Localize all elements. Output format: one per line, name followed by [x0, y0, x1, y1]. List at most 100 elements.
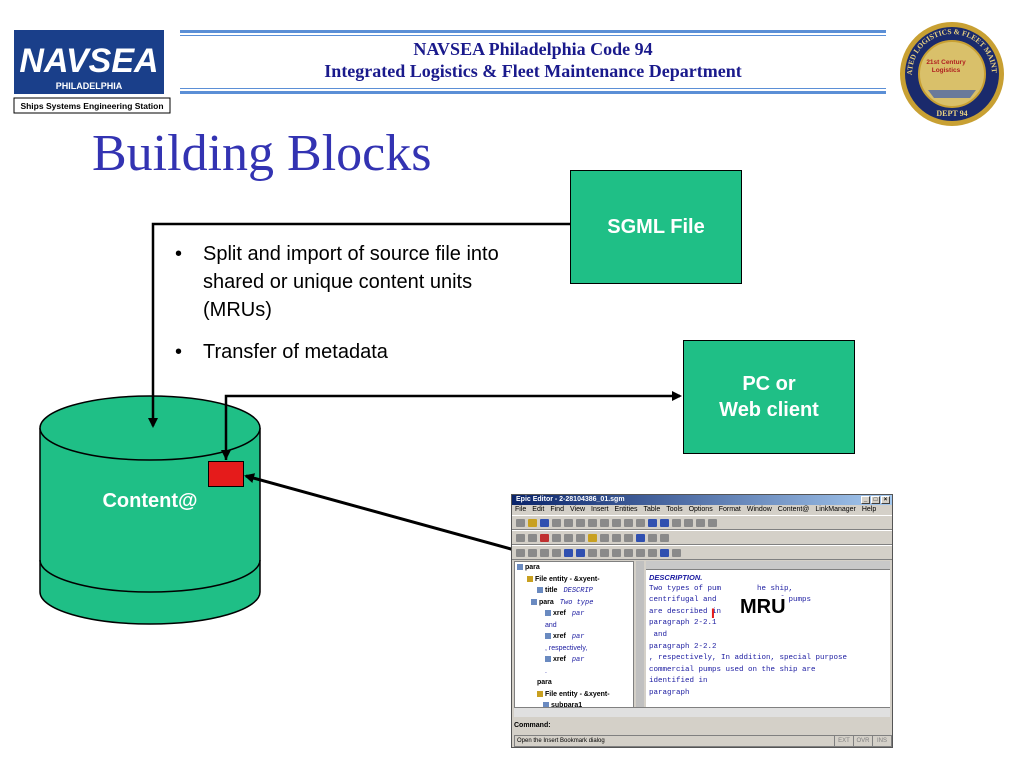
menu-options[interactable]: Options — [688, 506, 713, 513]
tree-icon[interactable] — [516, 548, 525, 557]
refresh-icon[interactable] — [672, 548, 681, 557]
doc-line: Two types of pum he ship, — [649, 584, 794, 593]
menu-help[interactable]: Help — [861, 506, 877, 513]
tree-node[interactable]: . — [545, 667, 547, 675]
menu-content[interactable]: Content@ — [777, 506, 810, 513]
menu-linkmanager[interactable]: LinkManager — [815, 506, 856, 513]
doc-line: identified in — [649, 677, 708, 686]
tag-icon[interactable] — [516, 533, 525, 542]
spell-icon[interactable] — [576, 518, 585, 527]
frame-icon[interactable] — [588, 548, 597, 557]
tree-node[interactable]: and — [545, 621, 557, 629]
bookmark-icon[interactable] — [588, 533, 597, 542]
align-2-icon[interactable] — [576, 548, 585, 557]
mru-block — [208, 461, 244, 487]
delete-icon[interactable] — [540, 533, 549, 542]
image-icon[interactable] — [612, 533, 621, 542]
color-icon[interactable] — [624, 533, 633, 542]
menu-table[interactable]: Table — [643, 506, 661, 513]
bullet-text: Transfer of metadata — [203, 341, 388, 363]
indent-icon[interactable] — [540, 548, 549, 557]
grid-4-icon[interactable] — [648, 548, 657, 557]
epic-window-title: Epic Editor - 2-28104386_01.sgm — [516, 496, 625, 503]
close-icon[interactable]: × — [881, 496, 890, 504]
paste-icon[interactable] — [612, 518, 621, 527]
find-icon[interactable] — [564, 518, 573, 527]
command-line[interactable]: Command: — [514, 722, 551, 729]
menu-entities[interactable]: Entities — [614, 506, 638, 513]
tree-node[interactable]: File entity - &xyent- — [515, 574, 633, 586]
new-doc-icon[interactable] — [516, 518, 525, 527]
tree-node[interactable]: para — [515, 562, 633, 574]
menu-edit[interactable]: Edit — [532, 506, 545, 513]
align-icon[interactable] — [564, 548, 573, 557]
font-size-icon[interactable] — [660, 533, 669, 542]
cut-icon[interactable] — [588, 518, 597, 527]
save-icon[interactable] — [540, 518, 549, 527]
tree-node[interactable]: File entity - &xyent- — [515, 689, 633, 701]
status-ext: EXT — [834, 736, 853, 746]
edit-icon[interactable] — [552, 533, 561, 542]
tree-node[interactable]: , respectively, — [545, 644, 588, 652]
menu-tools[interactable]: Tools — [666, 506, 683, 513]
menu-find[interactable]: Find — [550, 506, 564, 513]
bullet-mark: • — [175, 243, 183, 265]
menu-format[interactable]: Format — [718, 506, 741, 513]
maximize-icon[interactable]: □ — [871, 496, 880, 504]
bullet-mark: • — [175, 341, 183, 363]
link-icon[interactable] — [600, 533, 609, 542]
filter-icon[interactable] — [552, 548, 561, 557]
status-ins: INS — [872, 736, 891, 746]
menu-window[interactable]: Window — [746, 506, 772, 513]
header-rule-top-thin — [180, 35, 886, 36]
preview-icon[interactable] — [696, 518, 705, 527]
sgml-file-box: SGML File — [570, 170, 742, 284]
copy-icon[interactable] — [600, 518, 609, 527]
menu-file[interactable]: File — [515, 506, 527, 513]
tree-node[interactable]: para — [537, 679, 552, 686]
entity-icon[interactable] — [576, 533, 585, 542]
dept94-seal: INTEGRATED LOGISTICS & FLEET MAINTENANCE… — [895, 13, 1006, 128]
epic-editor-window: Epic Editor - 2-28104386_01.sgm _ □ × Fi… — [511, 494, 893, 748]
sort-icon[interactable] — [528, 548, 537, 557]
print-icon[interactable] — [552, 518, 561, 527]
italic-a-icon[interactable] — [660, 548, 669, 557]
frame-2-icon[interactable] — [600, 548, 609, 557]
change-icon[interactable] — [660, 518, 669, 527]
grid-icon[interactable] — [612, 548, 621, 557]
tree-node[interactable]: subpara1 — [515, 700, 633, 708]
web-client-box: PC or Web client — [683, 340, 855, 454]
epic-title-bar: Epic Editor - 2-28104386_01.sgm _ □ × — [512, 495, 892, 505]
sgml-to-database-arrow — [148, 222, 570, 428]
insert-icon[interactable] — [648, 518, 657, 527]
menu-view[interactable]: View — [569, 506, 586, 513]
header-title: NAVSEA Philadelphia Code 94 Integrated L… — [180, 38, 886, 82]
bold-icon[interactable] — [648, 533, 657, 542]
element-icon[interactable] — [528, 533, 537, 542]
undo-icon[interactable] — [624, 518, 633, 527]
grid-2-icon[interactable] — [624, 548, 633, 557]
columns-icon[interactable] — [636, 533, 645, 542]
grid-3-icon[interactable] — [636, 548, 645, 557]
minimize-icon[interactable]: _ — [861, 496, 870, 504]
header-rule-top — [180, 30, 886, 33]
redo-icon[interactable] — [636, 518, 645, 527]
horizontal-scrollbar[interactable] — [514, 707, 890, 717]
seal-center-line-2: Logistics — [932, 67, 961, 74]
open-folder-icon[interactable] — [528, 518, 537, 527]
window-icon[interactable] — [708, 518, 717, 527]
graphic-icon[interactable] — [684, 518, 693, 527]
omega-icon[interactable] — [564, 533, 573, 542]
document-pane[interactable]: DESCRIPTION.Two types of pum he ship,cen… — [646, 570, 890, 707]
doc-line: , respectively, In addition, special pur… — [649, 654, 848, 663]
tree-scrollbar[interactable] — [636, 561, 644, 707]
navsea-logo-sub: PHILADELPHIA — [56, 81, 123, 91]
menu-insert[interactable]: Insert — [591, 506, 609, 513]
table-icon[interactable] — [672, 518, 681, 527]
